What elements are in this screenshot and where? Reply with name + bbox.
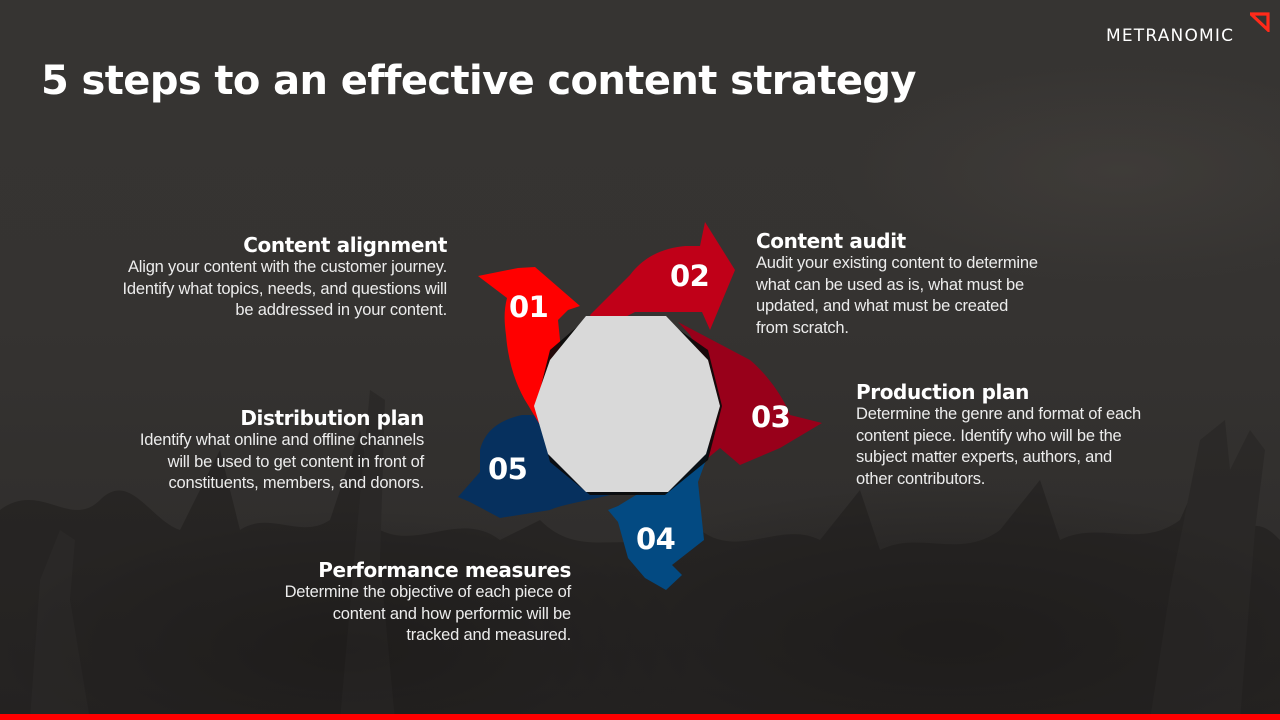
step-number-01: 01	[509, 290, 549, 324]
step-04-performance-measures: Performance measures Determine the objec…	[250, 558, 572, 647]
step-03-line-3: subject matter experts, authors, and	[856, 448, 1113, 466]
step-01-content-alignment: Content alignment Align your content wit…	[100, 233, 448, 322]
step-number-03: 03	[751, 400, 791, 434]
step-03-description: Determine the genre and format of each c…	[856, 404, 1176, 490]
step-05-line-2: will be used to get content in front of	[167, 452, 425, 471]
step-03-production-plan: Production plan Determine the genre and …	[856, 380, 1176, 490]
step-05-line-3: constituents, members, and donors.	[168, 474, 424, 492]
step-04-description: Determine the objective of each piece of…	[250, 582, 572, 647]
step-04-title: Performance measures	[318, 558, 571, 582]
red-triangle-outline-icon	[1250, 12, 1270, 32]
step-02-content-audit: Content audit Audit your existing conten…	[756, 229, 1076, 339]
bottom-accent-bar	[0, 714, 1280, 720]
step-number-02: 02	[670, 259, 710, 293]
step-number-04: 04	[636, 522, 676, 556]
step-03-line-4: other contributors.	[856, 469, 986, 488]
center-octagon	[534, 316, 720, 492]
step-04-line-3: tracked and measured.	[406, 626, 571, 644]
step-02-line-4: from scratch.	[756, 318, 849, 337]
step-01-title: Content alignment	[243, 233, 447, 257]
step-01-description: Align your content with the customer jou…	[100, 257, 448, 322]
step-01-line-3: be addressed in your content.	[235, 301, 447, 319]
step-02-line-2: what can be used as is, what must be	[756, 275, 1024, 294]
step-02-description: Audit your existing content to determine…	[756, 253, 1076, 339]
brand-logo: METRANOMIC	[1106, 12, 1270, 48]
crowd-silhouette-background	[0, 390, 1280, 720]
step-05-title: Distribution plan	[240, 406, 424, 430]
step-04-line-2: content and how performic will be	[332, 604, 571, 623]
step-number-05: 05	[488, 452, 528, 486]
step-04-line-1: Determine the objective of each piece of	[284, 583, 572, 601]
step-03-title: Production plan	[856, 380, 1029, 404]
cycle-diagram: 01 02 03 04 05	[440, 210, 840, 610]
arrow-02-shape	[590, 222, 735, 330]
step-05-line-1: Identify what online and offline channel…	[139, 431, 424, 449]
step-03-line-2: content piece. Identify who will be the	[856, 426, 1122, 445]
step-02-line-1: Audit your existing content to determine	[756, 254, 1038, 272]
step-02-title: Content audit	[756, 229, 906, 253]
step-01-line-2: Identify what topics, needs, and questio…	[122, 279, 448, 298]
slide-title: 5 steps to an effective content strategy	[41, 58, 916, 104]
cycle-arrows	[458, 222, 822, 590]
step-03-line-1: Determine the genre and format of each	[856, 405, 1141, 423]
logo-text: METRANOMIC	[1106, 26, 1235, 46]
step-01-line-1: Align your content with the customer jou…	[127, 258, 447, 276]
step-05-description: Identify what online and offline channel…	[100, 430, 424, 495]
step-02-line-3: updated, and what must be created	[756, 297, 1009, 315]
step-05-distribution-plan: Distribution plan Identify what online a…	[100, 406, 425, 495]
